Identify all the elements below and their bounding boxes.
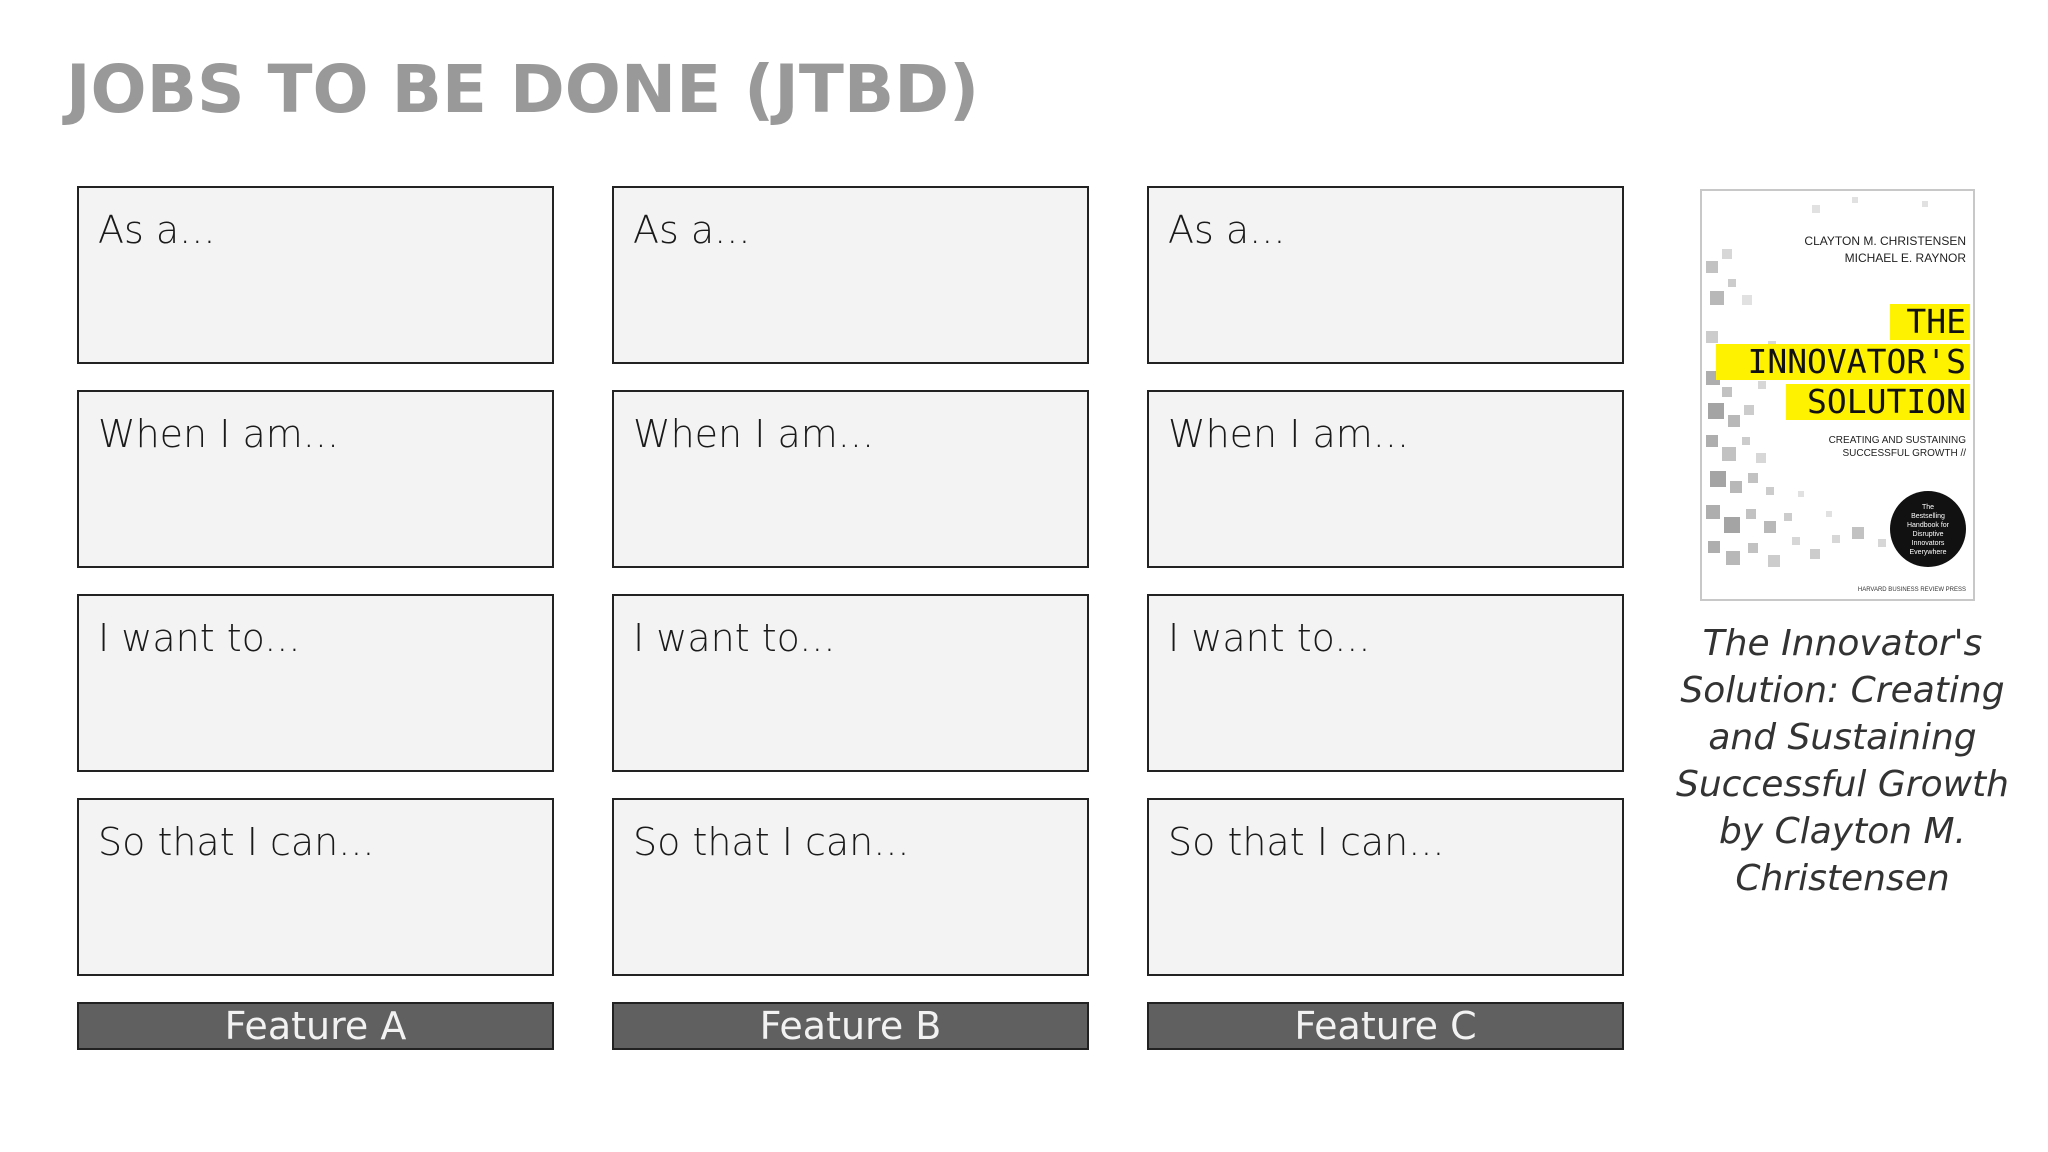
card-i-want-to: I want to... [612,594,1089,772]
card-when-i-am: When I am... [77,390,554,568]
card-so-that-i-can: So that I can... [612,798,1089,976]
book-badge-line-1: The [1922,504,1934,511]
book-author-1: CLAYTON M. CHRISTENSEN [1804,234,1966,248]
book-cover-image: CLAYTON M. CHRISTENSEN MICHAEL E. RAYNOR… [1700,189,1975,601]
card-so-that-i-can: So that I can... [77,798,554,976]
book-badge [1890,491,1966,567]
book-badge-line-6: Everywhere [1910,549,1947,556]
card-as-a: As a... [77,186,554,364]
book-title-line-2: INNOVATOR'S [1747,342,1966,381]
book-caption: The Innovator's Solution: Creating and S… [1676,623,2009,899]
book-title-line-1: THE [1906,302,1966,341]
page-title: JOBS TO BE DONE (JTBD) [66,51,980,128]
card-as-a: As a... [1147,186,1624,364]
card-as-a: As a... [612,186,1089,364]
book-title-line-3: SOLUTION [1807,382,1966,421]
column-feature-a: As a... When I am... I want to... So tha… [77,186,554,1050]
card-when-i-am: When I am... [612,390,1089,568]
feature-label: Feature A [77,1002,554,1050]
feature-label: Feature B [612,1002,1089,1050]
card-so-that-i-can: So that I can... [1147,798,1624,976]
book-badge-line-4: Disruptive [1912,531,1943,538]
column-feature-b: As a... When I am... I want to... So tha… [612,186,1089,1050]
card-when-i-am: When I am... [1147,390,1624,568]
book-subtitle-line-1: CREATING AND SUSTAINING [1829,435,1967,446]
book-publisher: HARVARD BUSINESS REVIEW PRESS [1858,587,1966,593]
card-i-want-to: I want to... [77,594,554,772]
cover-pixel-pattern [1706,197,1928,567]
book-badge-line-3: Handbook for [1907,522,1950,529]
book-author-2: MICHAEL E. RAYNOR [1845,251,1967,265]
jtbd-grid: As a... When I am... I want to... So tha… [77,186,1624,1050]
book-badge-line-2: Bestselling [1911,513,1945,520]
book-badge-line-5: Innovators [1912,540,1945,547]
column-feature-c: As a... When I am... I want to... So tha… [1147,186,1624,1050]
book-subtitle-line-2: SUCCESSFUL GROWTH // [1842,448,1966,459]
feature-label: Feature C [1147,1002,1624,1050]
book-title-highlight [1716,304,1970,420]
card-i-want-to: I want to... [1147,594,1624,772]
